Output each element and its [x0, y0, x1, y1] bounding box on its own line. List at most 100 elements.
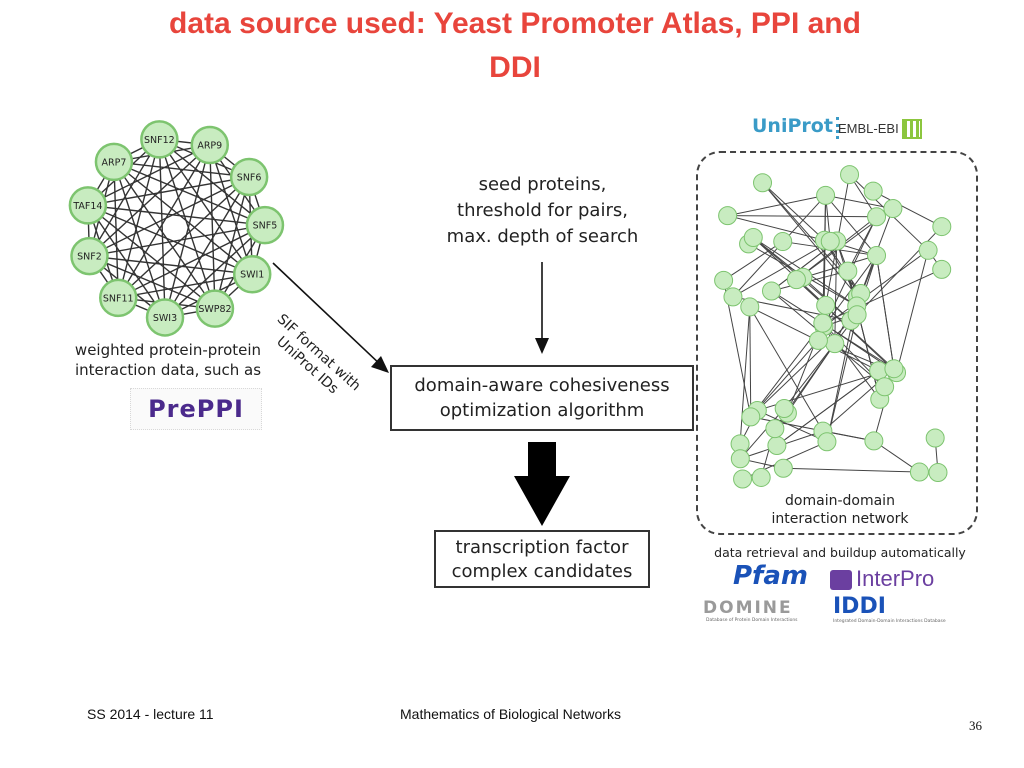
ddi-caption-line2: interaction network: [771, 511, 909, 527]
ddi-node: [918, 240, 938, 260]
result-arrow: [514, 442, 570, 526]
ppi-node-arp9: ARP9: [190, 125, 230, 165]
ppi-node-swi3: SWI3: [145, 298, 185, 337]
preppi-logo-text: PrePPI: [148, 395, 244, 423]
ppi-edge: [209, 144, 216, 309]
domine-logo: DOMINE: [703, 598, 793, 618]
svg-text:SNF5: SNF5: [253, 221, 278, 232]
parameters-line3: max. depth of search: [446, 226, 639, 247]
ddi-node: [847, 305, 867, 325]
slide-title-line1: data source used: Yeast Promoter Atlas, …: [169, 7, 861, 40]
interpro-logo: InterPro: [856, 566, 935, 591]
svg-text:SNF11: SNF11: [103, 293, 134, 304]
ddi-caption-line1: domain-domain: [785, 493, 895, 509]
ddi-node: [867, 245, 887, 265]
svg-text:SNF6: SNF6: [237, 172, 262, 183]
embl-ebi-icon: [902, 119, 922, 139]
pfam-logo: Pfam: [733, 561, 809, 591]
ddi-edge: [752, 237, 827, 306]
ddi-node: [867, 207, 887, 227]
ppi-node-swp82: SWP82: [195, 289, 235, 328]
ppi-node-snf2: SNF2: [70, 236, 109, 276]
ddi-node: [840, 165, 860, 185]
ppi-network-graph: SNF12ARP9SNF6SNF5SWI1SWP82SWI3SNF11SNF2T…: [68, 120, 285, 337]
iddi-logo-subtitle: Integrated Domain-Domain Interactions Da…: [833, 619, 946, 624]
page-number: 36: [969, 718, 982, 733]
parameters-arrow: [535, 262, 549, 354]
domine-logo-subtitle: Database of Protein Domain Interactions: [706, 618, 798, 623]
ppi-node-snf12: SNF12: [140, 120, 179, 159]
ddi-edge: [823, 249, 929, 327]
ppi-edge: [113, 161, 119, 298]
ppi-caption: weighted protein-protein interaction dat…: [58, 340, 278, 380]
ddi-edge: [739, 306, 751, 444]
ddi-node: [743, 228, 763, 248]
slide-title: data source used: Yeast Promoter Atlas, …: [60, 2, 970, 90]
ddi-edge: [776, 370, 879, 446]
svg-text:TAF14: TAF14: [72, 201, 102, 212]
ddi-edge: [847, 216, 877, 272]
ddi-node: [786, 270, 806, 290]
ppi-edge: [164, 224, 266, 318]
svg-text:SWP82: SWP82: [198, 304, 231, 315]
ppi-edge: [87, 204, 266, 226]
ppi-edge: [209, 144, 253, 275]
sif-arrow: [272, 262, 389, 373]
ddi-node: [816, 185, 836, 205]
ppi-node-snf11: SNF11: [99, 278, 138, 318]
ddi-node: [909, 462, 929, 482]
ddi-node: [928, 463, 948, 483]
ddi-node: [820, 231, 840, 251]
ddi-node: [774, 398, 794, 418]
ddi-node: [864, 431, 884, 451]
ddi-node: [863, 181, 883, 201]
svg-text:ARP9: ARP9: [197, 140, 222, 151]
ppi-edge: [89, 255, 216, 310]
iddi-logo: IDDI: [833, 594, 886, 619]
ddi-node: [817, 432, 837, 452]
ppi-node-taf14: TAF14: [68, 186, 108, 225]
svg-text:SNF2: SNF2: [77, 252, 102, 263]
ppi-edge: [158, 138, 266, 226]
uniprot-logo: UniProt: [752, 115, 833, 137]
ddi-node: [838, 261, 858, 281]
ddi-network-panel: [696, 151, 978, 535]
result-box-line1: transcription factor: [455, 537, 629, 558]
ddi-edge: [727, 215, 825, 241]
ddi-node: [718, 206, 738, 226]
ddi-edge: [826, 314, 858, 442]
ddi-edge: [872, 190, 943, 228]
ddi-node: [730, 449, 750, 469]
ddi-node: [767, 435, 787, 455]
ddi-node: [740, 297, 760, 317]
search-parameters: seed proteins, threshold for pairs, max.…: [420, 172, 665, 250]
ddi-edge: [739, 408, 785, 460]
result-box: transcription factor complex candidates: [434, 530, 650, 588]
ppi-caption-line1: weighted protein-protein: [74, 341, 262, 359]
ddi-edge: [825, 195, 877, 256]
svg-text:ARP7: ARP7: [101, 157, 126, 168]
ppi-edge: [118, 273, 253, 299]
ppi-edge: [117, 176, 250, 299]
ddi-edge: [896, 250, 929, 373]
ddi-edge: [727, 215, 877, 218]
ddi-edge: [723, 241, 784, 281]
ddi-network-graph: [714, 165, 952, 489]
ppi-edge: [87, 204, 216, 310]
ddi-edge: [727, 194, 826, 217]
ddi-node: [753, 173, 773, 193]
ppi-node-snf5: SNF5: [245, 205, 285, 245]
ddi-edge: [825, 194, 893, 210]
ppi-edge: [113, 161, 253, 275]
ddi-node: [813, 313, 833, 333]
ddi-caption: domain-domain interaction network: [740, 492, 940, 528]
ddi-edge: [783, 314, 858, 409]
ddi-node: [773, 232, 793, 252]
ppi-edge: [113, 161, 166, 318]
ddi-edge: [783, 467, 920, 473]
ddi-node: [932, 217, 952, 237]
ddi-node: [808, 330, 828, 350]
svg-text:SNF12: SNF12: [144, 135, 175, 146]
preppi-logo: PrePPI: [130, 388, 262, 430]
embl-ebi-logo: EMBL-EBI: [838, 121, 899, 136]
